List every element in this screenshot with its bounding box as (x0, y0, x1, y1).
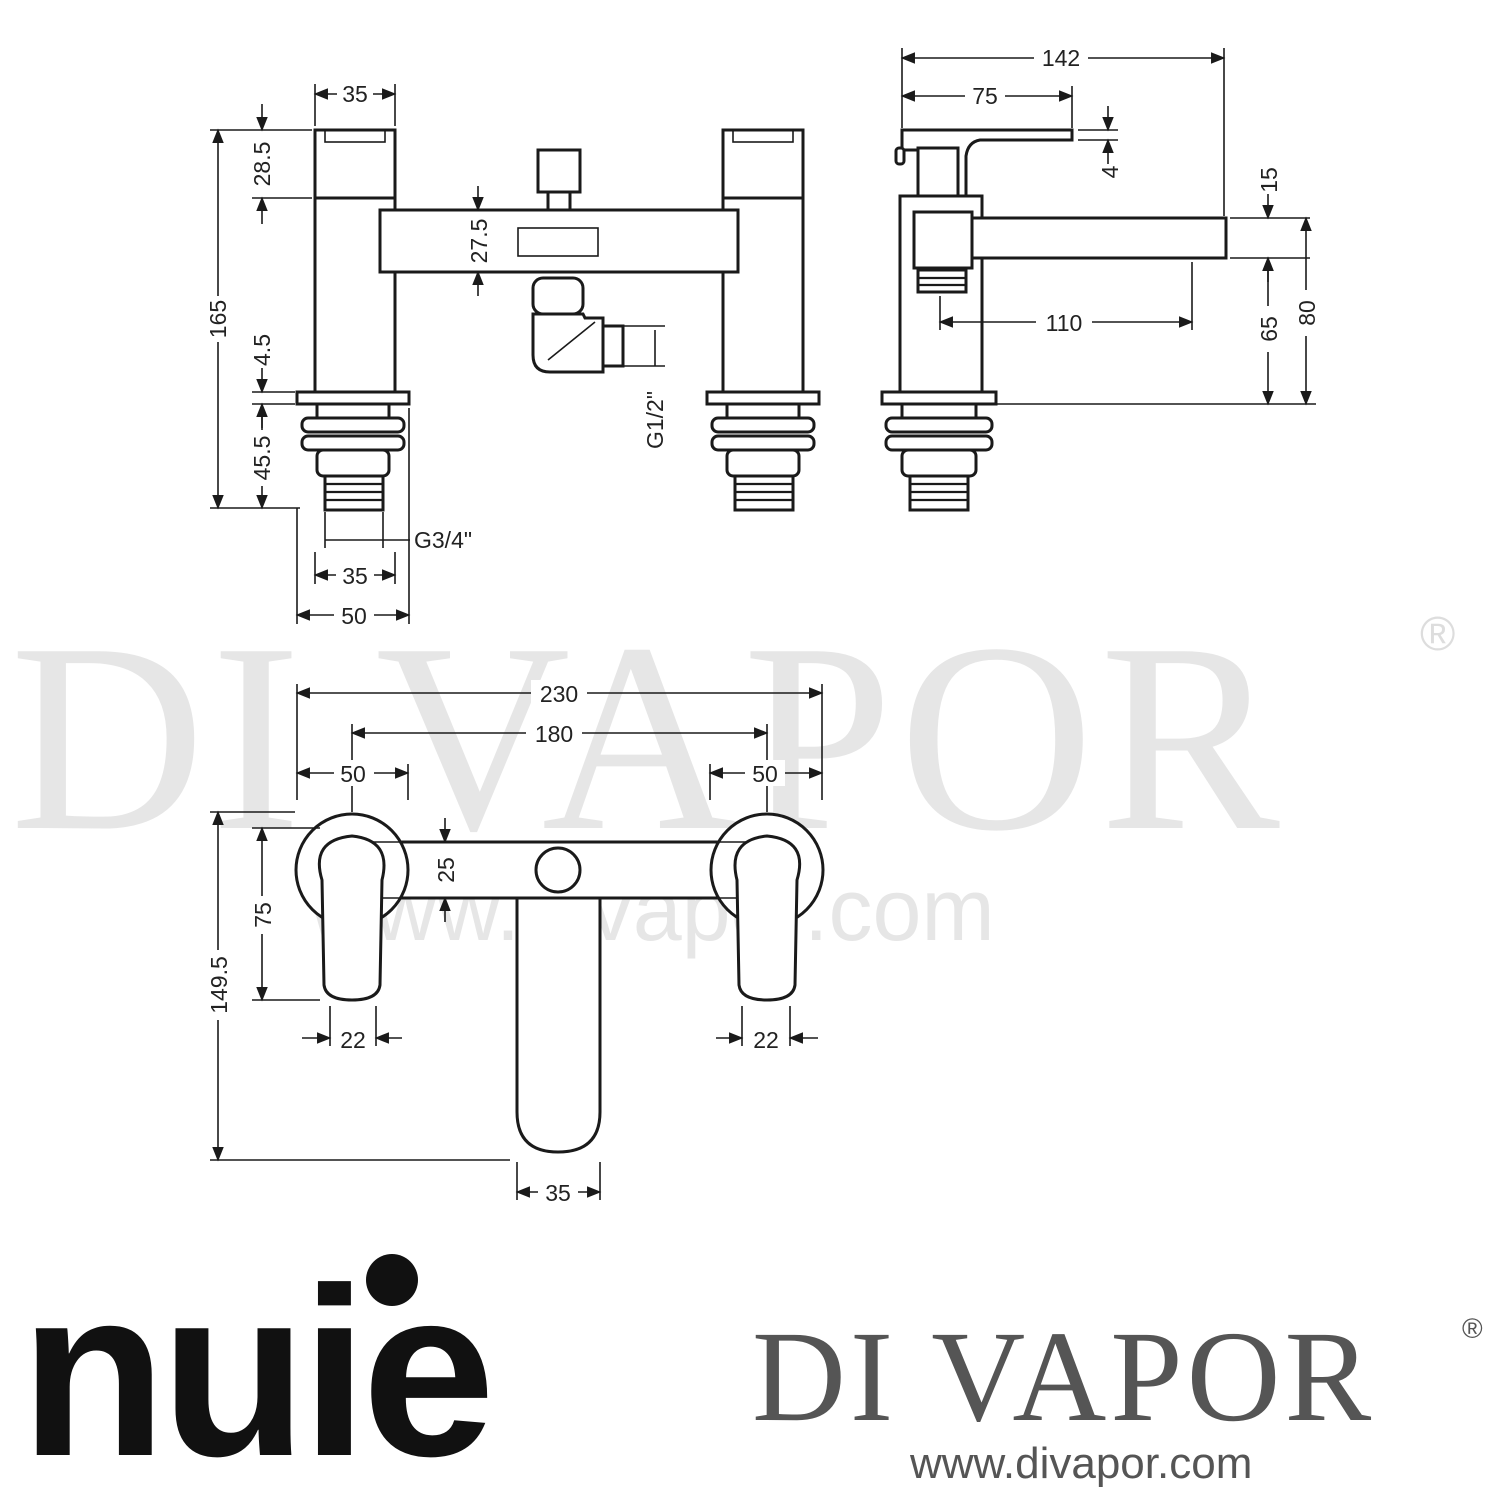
dim-spout-thickness: 15 (1256, 167, 1282, 193)
side-tail-assembly (880, 390, 998, 512)
left-lever (317, 834, 386, 1002)
right-handle-cap (721, 128, 805, 200)
diverter-window (517, 227, 599, 257)
dim-plan-overall-depth: 149.5 (206, 956, 232, 1014)
dim-plate-thickness: 4.5 (249, 334, 275, 366)
plan-diverter (534, 846, 582, 894)
nuie-logo: nuie (20, 1238, 495, 1500)
dim-bar-width: 25 (433, 857, 459, 883)
dim-tail-length: 45.5 (249, 436, 275, 481)
left-handle-slot (324, 129, 386, 143)
right-tail-assembly (705, 390, 821, 512)
dim-left-handle-width: 22 (340, 1027, 366, 1053)
dim-plate-width: 50 (341, 603, 367, 629)
bridge-bar (378, 208, 740, 274)
side-indicator (894, 146, 906, 166)
dim-handle-width: 35 (342, 81, 368, 107)
side-spout (938, 216, 1228, 260)
dim-spout-width: 35 (545, 1180, 571, 1206)
left-handle-cap (313, 128, 397, 200)
left-tail-assembly (295, 390, 411, 512)
dim-inlet-thread: G3/4" (414, 527, 472, 553)
plan-spout (515, 896, 602, 1154)
brand-name: DI VAPOR (752, 1305, 1375, 1449)
brand-footer: nuie DI VAPOR ® www.divapor.com (20, 1238, 1483, 1500)
right-handle-slot (732, 129, 794, 143)
side-view: 142 75 4 15 110 65 80 (880, 44, 1321, 512)
front-view: 35 28.5 165 4.5 45.5 27.5 G1/2" (205, 81, 821, 629)
dim-overall-width: 230 (540, 681, 578, 707)
svg-text:nuie: nuie (20, 1238, 489, 1500)
diverter-knob (536, 148, 582, 194)
dim-spout-reach: 110 (1046, 310, 1083, 336)
dim-right-handle-width: 22 (753, 1027, 779, 1053)
side-diverter-block (912, 210, 974, 270)
dim-lever-thickness: 4 (1097, 165, 1123, 178)
dim-outlet-thread: G1/2" (642, 391, 668, 449)
brand-registered-mark: ® (1462, 1313, 1483, 1344)
side-diverter-outlet (916, 268, 968, 294)
diverter-stem (546, 190, 572, 212)
shower-outlet-elbow (531, 276, 625, 374)
watermark-registered-mark: ® (1420, 608, 1455, 661)
right-lever (733, 834, 802, 1002)
dim-spout-height: 65 (1256, 316, 1282, 342)
dim-handle-height: 28.5 (249, 142, 275, 187)
dim-spout-top-height: 80 (1294, 300, 1320, 326)
dim-centres: 180 (535, 721, 573, 747)
dim-left-rose: 50 (340, 761, 366, 787)
dim-right-rose: 50 (752, 761, 778, 787)
dim-tail-width: 35 (342, 563, 368, 589)
dim-body-height: 27.5 (466, 219, 492, 264)
brand-url: www.divapor.com (909, 1439, 1252, 1488)
dim-handle-length: 75 (250, 902, 276, 928)
side-lever-hub (916, 146, 960, 198)
plan-view: 230 180 50 50 25 (205, 680, 825, 1206)
dim-side-overall-depth: 142 (1042, 45, 1080, 71)
dim-lever-depth: 75 (972, 83, 998, 109)
dim-overall-height: 165 (205, 300, 231, 338)
